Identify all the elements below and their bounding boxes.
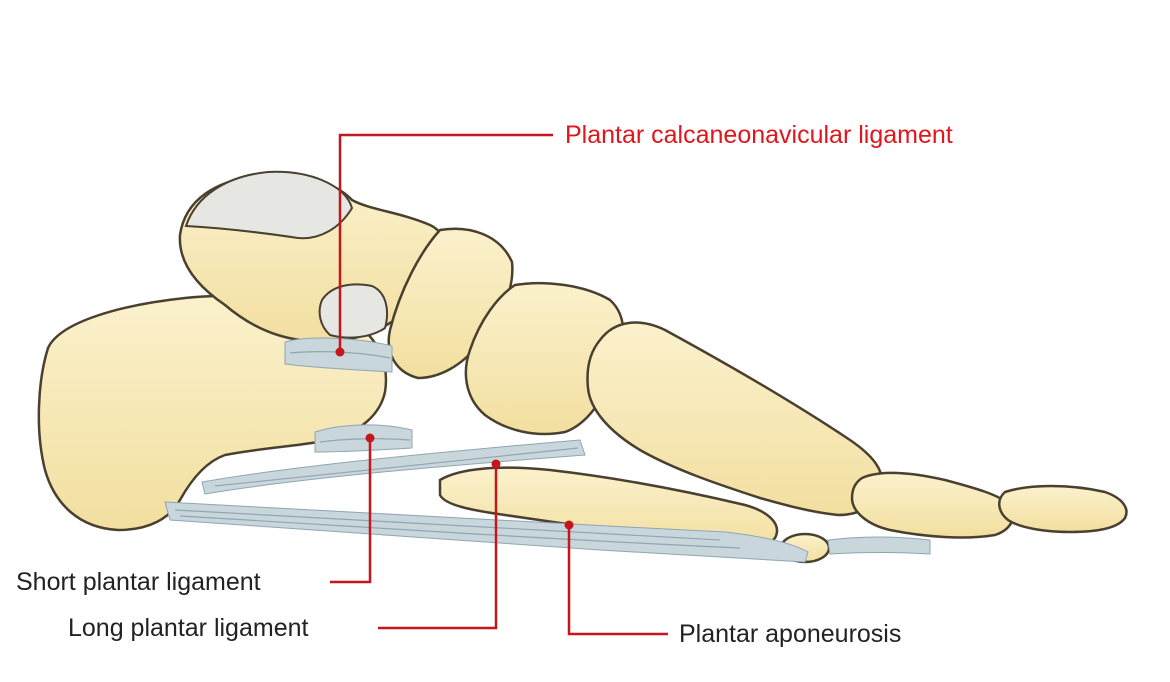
foot-ligaments: [164, 337, 931, 563]
plantar-aponeurosis-band: [164, 501, 809, 563]
long-plantar-ligament-fiber: [214, 447, 579, 487]
plantar-aponeurosis-fiber: [179, 515, 741, 549]
plantar-calcaneonavicular-leader-line: [338, 133, 553, 352]
leader-lines: [330, 133, 668, 636]
short-plantar-marker-dot: [365, 433, 375, 443]
long-plantar-marker-dot: [491, 459, 501, 469]
short-plantar-ligament-label: Short plantar ligament: [16, 568, 261, 596]
plantar-calcaneonavicular-ligament-label: Plantar calcaneonavicular ligament: [565, 121, 953, 149]
short-plantar-leader-line: [330, 438, 372, 584]
plantar-calcaneonavicular-marker-dot: [335, 347, 345, 357]
plantar-aponeurosis-fiber: [174, 509, 721, 541]
articular-cartilage: [184, 170, 389, 339]
proximal-phalanx-bone: [850, 471, 1015, 539]
talar-head-cartilage: [318, 283, 389, 339]
distal-aponeurosis-band: [827, 536, 931, 555]
lateral-metatarsal-bone: [438, 466, 779, 550]
plantar-aponeurosis-label: Plantar aponeurosis: [679, 620, 902, 648]
long-plantar-leader-line: [378, 464, 498, 630]
plantar-aponeurosis-leader-line: [567, 525, 668, 636]
first-metatarsal-bone: [586, 321, 884, 517]
talar-trochlea-cartilage: [184, 170, 354, 240]
long-plantar-ligament-label: Long plantar ligament: [68, 614, 309, 642]
distal-phalanx-bone: [998, 484, 1128, 534]
plantar-aponeurosis-marker-dot: [564, 520, 574, 530]
